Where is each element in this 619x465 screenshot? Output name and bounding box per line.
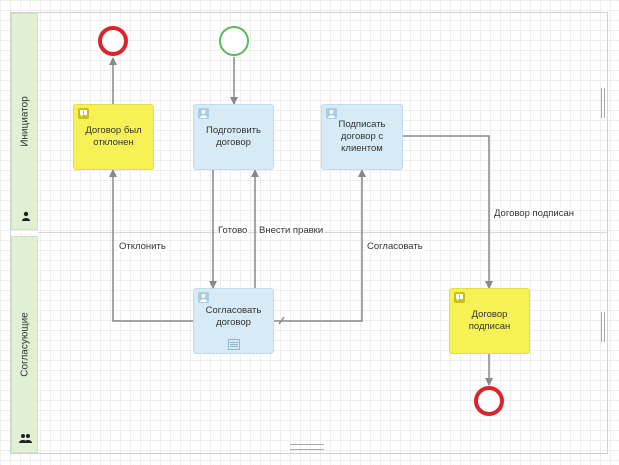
lane-header-approvers[interactable]: Согласующие: [11, 236, 38, 453]
start-event[interactable]: [219, 26, 249, 56]
task-label: Договор подписан: [468, 309, 511, 332]
flow-label-ready: Готово: [217, 225, 249, 236]
user-task-icon: [326, 108, 337, 119]
flow-approve-to-sign: [274, 169, 366, 322]
flow-approve-to-rejected: [109, 169, 193, 322]
task-label: Подготовить договор: [206, 125, 261, 148]
lane-resize-handle[interactable]: [601, 88, 605, 118]
flow-label-contract-signed: Договор подписан: [493, 208, 576, 219]
user-icon: [21, 211, 31, 224]
end-event-rejected[interactable]: [98, 26, 128, 56]
pool-resize-handle[interactable]: [290, 444, 324, 450]
task-contract-signed[interactable]: Договор подписан: [449, 288, 530, 354]
flow-sign-to-signed: [403, 135, 493, 289]
default-flow-marker: [278, 316, 285, 325]
task-label: Согласовать договор: [205, 305, 262, 328]
lane-resize-handle[interactable]: [601, 312, 605, 342]
task-sign-contract[interactable]: Подписать договор с клиентом: [321, 104, 403, 170]
end-event-signed[interactable]: [474, 386, 504, 416]
user-task-icon: [198, 292, 209, 303]
list-icon: [228, 339, 240, 354]
user-task-icon: [198, 108, 209, 119]
users-icon: [19, 433, 32, 446]
flow-label-reject: Отклонить: [118, 241, 167, 252]
flow-label-agree: Согласовать: [366, 241, 424, 252]
lane-header-initiator[interactable]: Инициатор: [11, 13, 38, 230]
task-label: Подписать договор с клиентом: [338, 119, 386, 154]
notification-icon: [454, 292, 465, 303]
notification-icon: [78, 108, 89, 119]
pool: [10, 12, 608, 454]
task-approve-contract[interactable]: Согласовать договор: [193, 288, 274, 354]
task-prepare-contract[interactable]: Подготовить договор: [193, 104, 274, 170]
task-label: Договор был отклонен: [85, 125, 142, 148]
task-contract-rejected[interactable]: Договор был отклонен: [73, 104, 154, 170]
flow-label-revise: Внести правки: [258, 225, 325, 236]
